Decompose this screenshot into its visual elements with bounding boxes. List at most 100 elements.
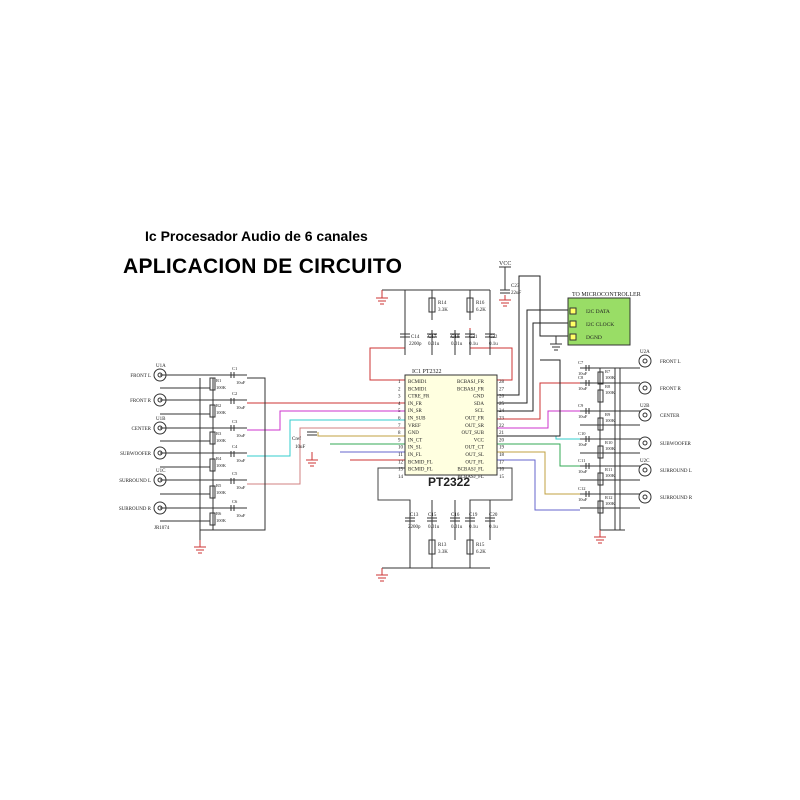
r16-body [466,297,474,313]
r13-body [428,539,436,555]
right-res-label: R12 [605,495,613,500]
c23-label: C23 [511,284,520,289]
top-caps [400,289,510,338]
ic-right-pin-name: VCC [474,438,485,443]
r13-value: 3.3K [438,550,448,555]
ic-left-pin-name: IN_FR [408,402,423,407]
ic-right-pin-number: 24 [499,409,505,414]
ic-right-pin-number: 26 [499,395,505,400]
r13-label: R13 [438,543,447,548]
c18-value: 0.01u [451,342,463,347]
r15-value: 6.2K [476,550,486,555]
left-cap-value: 10uF [236,485,246,490]
micro-box [567,297,631,346]
left-cap-value: 10uF [236,380,246,385]
right-jacks [638,354,652,504]
ic-right-pin-number: 25 [499,402,505,407]
ic-left-pin-name: BCMID_FL [408,468,433,473]
left-cap-value: 10uF [236,433,246,438]
c19-label: C19 [469,513,478,518]
ic-left-pin-name: GND [408,431,419,436]
ic-left-pin-name: IN_SL [408,446,422,451]
gnd-symbol-cref [306,452,318,467]
micro-pin-pad [569,320,577,328]
left-res-label: R1 [216,378,221,383]
ic-ref-label: IC1 PT2322 [412,369,442,375]
out-fl-wire [497,459,580,511]
right-cap-label: C8 [578,375,584,380]
ic-left-pin-number: 7 [398,424,401,429]
left-connector-ref: U1A [156,364,166,369]
cref-label: Cref [292,437,301,442]
left-cap-label: C3 [232,419,238,424]
c15-label: C15 [428,513,437,518]
cref-cap [307,431,317,436]
left-cap-value: 10uF [236,458,246,463]
vcc-symbol [499,266,511,290]
signal-vref-wire [317,432,405,437]
right-gnd-bus [599,368,625,531]
left-cap-value: 10uF [236,405,246,410]
sda-wire [497,309,570,404]
ic-left-pin-name: IN_FL [408,453,422,458]
ic-right-pin-name: OUT_SL [465,453,484,458]
left-gnd-bus [199,377,266,540]
ic-right-pin-number: 17 [499,460,505,465]
signal-sl-wire [247,427,405,485]
ic-right-pin-name: BCBASJ_FL [457,468,484,473]
ic-right-pin-name: OUT_SR [465,424,485,429]
left-jacks [153,368,167,515]
right-connector-label: SURROUND R [660,496,693,501]
left-cap-label: C2 [232,391,237,396]
ic-right-pin-name: BCBASJ_FL [457,475,484,480]
gnd-symbol-left [194,540,206,554]
bottom-caps [405,517,495,522]
left-connector-label: FRONT R [130,399,152,404]
right-cap-value: 10uF [578,386,588,391]
left-connector-ref: U1C [156,469,166,474]
right-cap-value: 10uF [578,414,588,419]
ic-left-pin-number: 2 [398,387,401,392]
ic-right-pin-number: 28 [499,380,505,385]
ic-left-pin-name: IN_CT [408,438,422,443]
ic-right-pin-name: OUT_SUB [461,431,484,436]
right-res-value: 100K [605,473,616,478]
right-cap-value: 10uF [578,442,588,447]
right-connector-label: SURROUND L [660,469,692,474]
bottom-red-loop [377,467,411,560]
right-bus [580,367,640,509]
ic-left-pin-number: 5 [398,409,401,414]
right-connector-label: SUBWOOFER [660,442,692,447]
ic-left-pin-number: 9 [398,438,401,443]
left-res-label: R4 [216,456,222,461]
micro-pin-label: DGND [586,335,602,341]
ic-right-pin-name: OUT_CT [465,446,484,451]
ic-right-pin-name: BCBASJ_FR [457,387,485,392]
ic-part-label: PT2322 [428,475,470,489]
c22-label: C22 [489,335,498,340]
left-connector-label: SURROUND R [119,507,152,512]
ic-right-pin-number: 18 [499,453,505,458]
ic-left-pin-number: 12 [398,460,404,465]
r14-body [428,297,436,313]
micro-pin-pad [569,333,577,341]
right-connector-label: FRONT R [660,387,682,392]
c15-value: 0.01u [428,525,440,530]
ic-left-pin-name: IN_SR [408,409,423,414]
ic-body [404,374,498,476]
right-cap-value: 10uF [578,497,588,502]
ic-left-pin-number: 11 [398,453,403,458]
c20-label: C20 [489,513,498,518]
ic-right-pin-name: GND [473,395,484,400]
ic-left-pin-number: 3 [398,395,401,400]
left-cap-label: C5 [232,471,238,476]
ic-right-pin-name: OUT_FL [465,460,484,465]
r15-body [466,539,474,555]
left-res-label: R2 [216,403,221,408]
right-res-value: 100K [605,501,616,506]
left-footer-label: JR1074 [154,526,170,531]
left-bus [160,374,247,522]
signal-sub-wire [247,419,405,457]
right-res-label: R10 [605,440,613,445]
left-cap-label: C6 [232,499,238,504]
